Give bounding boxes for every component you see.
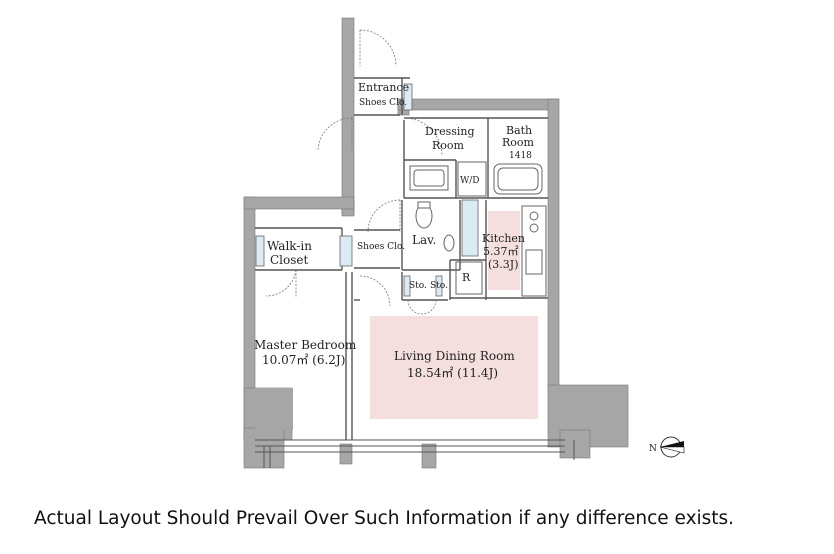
living-dining-area-label: 18.54㎡ (11.4J) [407,366,498,380]
living-dining-label: Living Dining Room [394,349,515,363]
walk-in-closet-label-line1: Walk-in [267,239,312,253]
bathtub [493,163,543,195]
dressing-room-label-line1: Dressing [425,125,475,138]
washer-space [457,161,487,197]
compass-north-label: N [649,444,657,454]
entrance-label: Entrance [358,81,409,94]
storage-label-2: Sto. [430,281,448,291]
dressing-room-label-line2: Room [432,139,465,152]
floor-plan: Entrance Shoes Clo. Dressing Room Bath R… [243,17,685,469]
bath-room-label-line2: Room [502,136,535,149]
closet-fills [255,83,479,297]
washer-dryer-label: W/D [460,176,480,186]
interior-walls [255,77,548,440]
fixtures [409,161,547,297]
refrigerator-label: R [462,271,471,284]
compass-icon: N [649,436,685,458]
door-swings [265,29,443,315]
walk-in-closet-label-line2: Closet [270,253,309,267]
disclaimer-text: Actual Layout Should Prevail Over Such I… [34,508,735,529]
storage-label-1: Sto. [409,281,427,291]
balcony-edge [255,439,575,468]
lavatory-label: Lav. [412,233,436,247]
bath-room-label-line1: Bath [506,124,532,137]
living-dining-floor-highlight [370,316,538,419]
bath-size-label: 1418 [509,151,532,161]
master-bedroom-label: Master Bedroom [254,338,357,352]
lav-basin [443,234,455,252]
refrigerator-space [455,261,483,295]
bedroom-column [255,388,293,430]
hall-shoes-closet-label: Shoes Clo. [357,242,405,252]
kitchen-label: Kitchen [482,232,525,245]
master-bedroom-area-label: 10.07㎡ (6.2J) [262,353,345,367]
kitchen-area-label: 5.37㎡ [483,245,519,258]
entrance-shoes-closet-label: Shoes Clo. [359,98,407,108]
kitchen-floor-highlight [488,211,520,290]
kitchen-jo-label: (3.3J) [488,258,519,271]
